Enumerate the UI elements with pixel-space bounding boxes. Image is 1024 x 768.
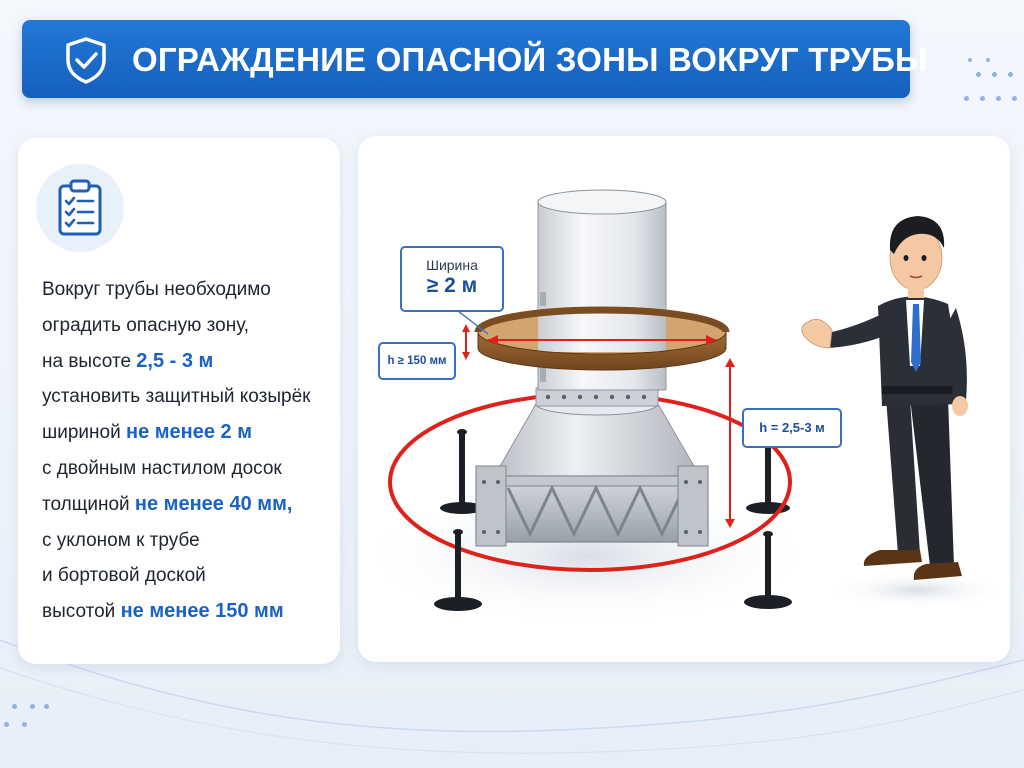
instruction-line: оградить опасную зону, xyxy=(42,308,342,344)
line-highlight: не менее 40 мм, xyxy=(134,492,293,515)
canopy-height-label: h = 2,5-3 м xyxy=(742,408,842,448)
barrier-post xyxy=(440,429,484,514)
width-label-title: Ширина xyxy=(426,257,478,273)
pipe-top xyxy=(537,189,667,215)
width-label: Ширина ≥ 2 м xyxy=(400,246,504,312)
page-title: ОГРАЖДЕНИЕ ОПАСНОЙ ЗОНЫ ВОКРУГ ТРУБЫ xyxy=(132,41,928,78)
person-shadow xyxy=(828,572,1008,608)
instruction-line: установить защитный козырёк xyxy=(42,379,342,415)
shield-check-icon xyxy=(66,37,106,84)
instruction-line: высотой не менее 150 мм xyxy=(42,594,342,630)
line-text: с двойным настилом досок xyxy=(42,457,282,479)
decorative-dots-top-right xyxy=(960,58,1020,108)
protective-canopy-rim xyxy=(477,331,727,371)
line-text: Вокруг трубы необходимо xyxy=(42,279,271,300)
flange-bolts xyxy=(545,394,647,400)
line-text: с уклоном к трубе xyxy=(42,529,200,551)
barrier-post xyxy=(744,531,792,609)
line-highlight: 2,5 - 3 м xyxy=(136,349,214,372)
instruction-card: Вокруг трубы необходимо оградить опасную… xyxy=(18,138,340,664)
instruction-line: с двойным настилом досок xyxy=(42,451,342,487)
decorative-dots-bottom-left xyxy=(4,700,64,740)
clipboard-checklist-icon xyxy=(58,179,102,236)
line-text: высотой xyxy=(42,601,121,623)
line-text: и бортовой доской xyxy=(42,565,206,587)
line-text: толщиной xyxy=(42,493,135,515)
instruction-line: толщиной не менее 40 мм, xyxy=(42,487,342,523)
instruction-line: шириной не менее 2 м xyxy=(42,415,342,451)
danger-zone-boundary-front xyxy=(388,481,792,572)
instruction-line: на высоте 2,5 - 3 м xyxy=(42,344,342,380)
title-banner: ОГРАЖДЕНИЕ ОПАСНОЙ ЗОНЫ ВОКРУГ ТРУБЫ xyxy=(22,20,927,98)
pipe-danger-zone-illustration xyxy=(358,189,1008,626)
line-highlight: не менее 2 м xyxy=(126,421,253,444)
instruction-line: и бортовой доской xyxy=(42,558,342,594)
line-text: установить защитный козырёк xyxy=(42,386,311,408)
line-text: оградить опасную зону, xyxy=(42,314,250,336)
illustration-card: Ширина ≥ 2 м h ≥ 150 мм h = 2,5-3 м xyxy=(358,136,1010,662)
instruction-line: Вокруг трубы необходимо xyxy=(42,272,342,308)
board-height-label: h ≥ 150 мм xyxy=(378,342,456,380)
line-highlight: не менее 150 мм xyxy=(120,600,284,623)
line-text: на высоте xyxy=(42,350,137,372)
instruction-line: с уклоном к трубе xyxy=(42,523,342,559)
width-label-value: ≥ 2 м xyxy=(426,274,478,297)
barrier-post xyxy=(434,529,482,611)
line-text: шириной xyxy=(42,422,126,444)
instruction-text: Вокруг трубы необходимо оградить опасную… xyxy=(42,272,342,630)
clipboard-badge xyxy=(36,164,124,252)
person-engineer xyxy=(801,216,968,580)
